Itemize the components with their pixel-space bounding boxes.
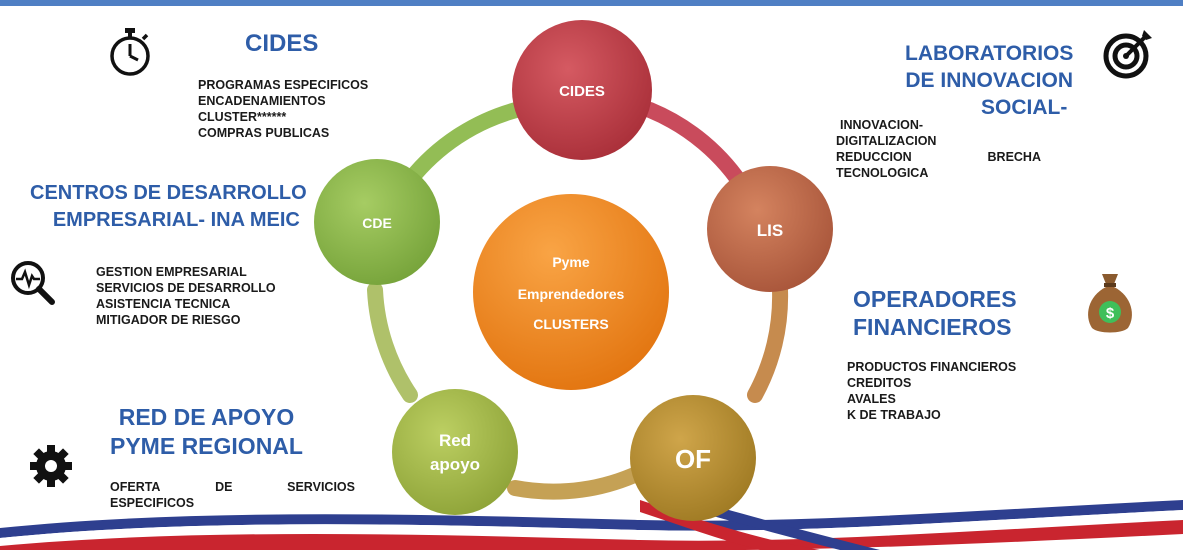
node-lis: LIS xyxy=(707,166,833,292)
svg-text:LIS: LIS xyxy=(757,221,783,240)
target-icon xyxy=(1100,26,1156,87)
cde-list: GESTION EMPRESARIAL SERVICIOS DE DESARRO… xyxy=(96,264,276,328)
svg-text:Emprendedores: Emprendedores xyxy=(518,286,625,302)
svg-text:CLUSTERS: CLUSTERS xyxy=(533,316,608,332)
cides-title: CIDES xyxy=(245,30,319,57)
red-title: RED DE APOYO PYME REGIONAL xyxy=(110,404,303,459)
node-red-apoyo: Red apoyo xyxy=(392,389,518,515)
list-item: CREDITOS xyxy=(847,376,912,390)
node-of: OF xyxy=(630,395,756,521)
list-item: COMPRAS PUBLICAS xyxy=(198,126,330,140)
list-item: PROGRAMAS ESPECIFICOS xyxy=(198,78,369,92)
list-item: CLUSTER****** xyxy=(198,110,287,124)
list-item: DIGITALIZACION xyxy=(836,134,937,148)
list-item: PRODUCTOS FINANCIEROS xyxy=(847,360,1017,374)
lis-list: INNOVACION- DIGITALIZACION REDUCCION BRE… xyxy=(836,117,1051,181)
lis-title: LABORATORIOS DE INNOVACION SOCIAL- xyxy=(905,42,1074,119)
money-bag-icon: $ xyxy=(1080,268,1140,341)
cides-list: PROGRAMAS ESPECIFICOS ENCADENAMIENTOS CL… xyxy=(198,77,368,141)
svg-text:apoyo: apoyo xyxy=(430,455,480,474)
svg-text:CDE: CDE xyxy=(362,215,392,231)
svg-text:$: $ xyxy=(1106,305,1115,322)
svg-text:Red: Red xyxy=(439,431,471,450)
top-border xyxy=(0,0,1183,6)
red-list: OFERTA DE SERVICIOS ESPECIFICOS xyxy=(110,479,355,511)
of-title: OPERADORES FINANCIEROS xyxy=(853,286,1017,340)
list-item: REDUCCION BRECHA xyxy=(836,150,1041,164)
stopwatch-icon xyxy=(108,26,152,83)
list-item: ASISTENCIA TECNICA xyxy=(96,297,231,311)
of-list: PRODUCTOS FINANCIEROS CREDITOS AVALES K … xyxy=(847,359,1016,423)
node-center: Pyme Emprendedores CLUSTERS xyxy=(473,194,669,390)
node-cides: CIDES xyxy=(512,20,652,160)
gear-icon xyxy=(28,443,74,494)
list-item: MITIGADOR DE RIESGO xyxy=(96,313,241,327)
node-cde: CDE xyxy=(314,159,440,285)
svg-text:CIDES: CIDES xyxy=(559,83,605,100)
list-item: INNOVACION- xyxy=(840,118,924,132)
magnifier-pulse-icon xyxy=(8,258,60,315)
list-item: TECNOLOGICA xyxy=(836,166,929,180)
cde-title: CENTROS DE DESARROLLO EMPRESARIAL- INA M… xyxy=(30,182,307,231)
list-item: K DE TRABAJO xyxy=(847,408,941,422)
list-item: OFERTA DE SERVICIOS xyxy=(110,480,355,494)
list-item: ESPECIFICOS xyxy=(110,496,195,510)
svg-text:OF: OF xyxy=(675,444,711,474)
list-item: SERVICIOS DE DESARROLLO xyxy=(96,281,276,295)
list-item: AVALES xyxy=(847,392,896,406)
list-item: ENCADENAMIENTOS xyxy=(198,94,326,108)
list-item: GESTION EMPRESARIAL xyxy=(96,265,247,279)
svg-text:Pyme: Pyme xyxy=(552,254,590,270)
